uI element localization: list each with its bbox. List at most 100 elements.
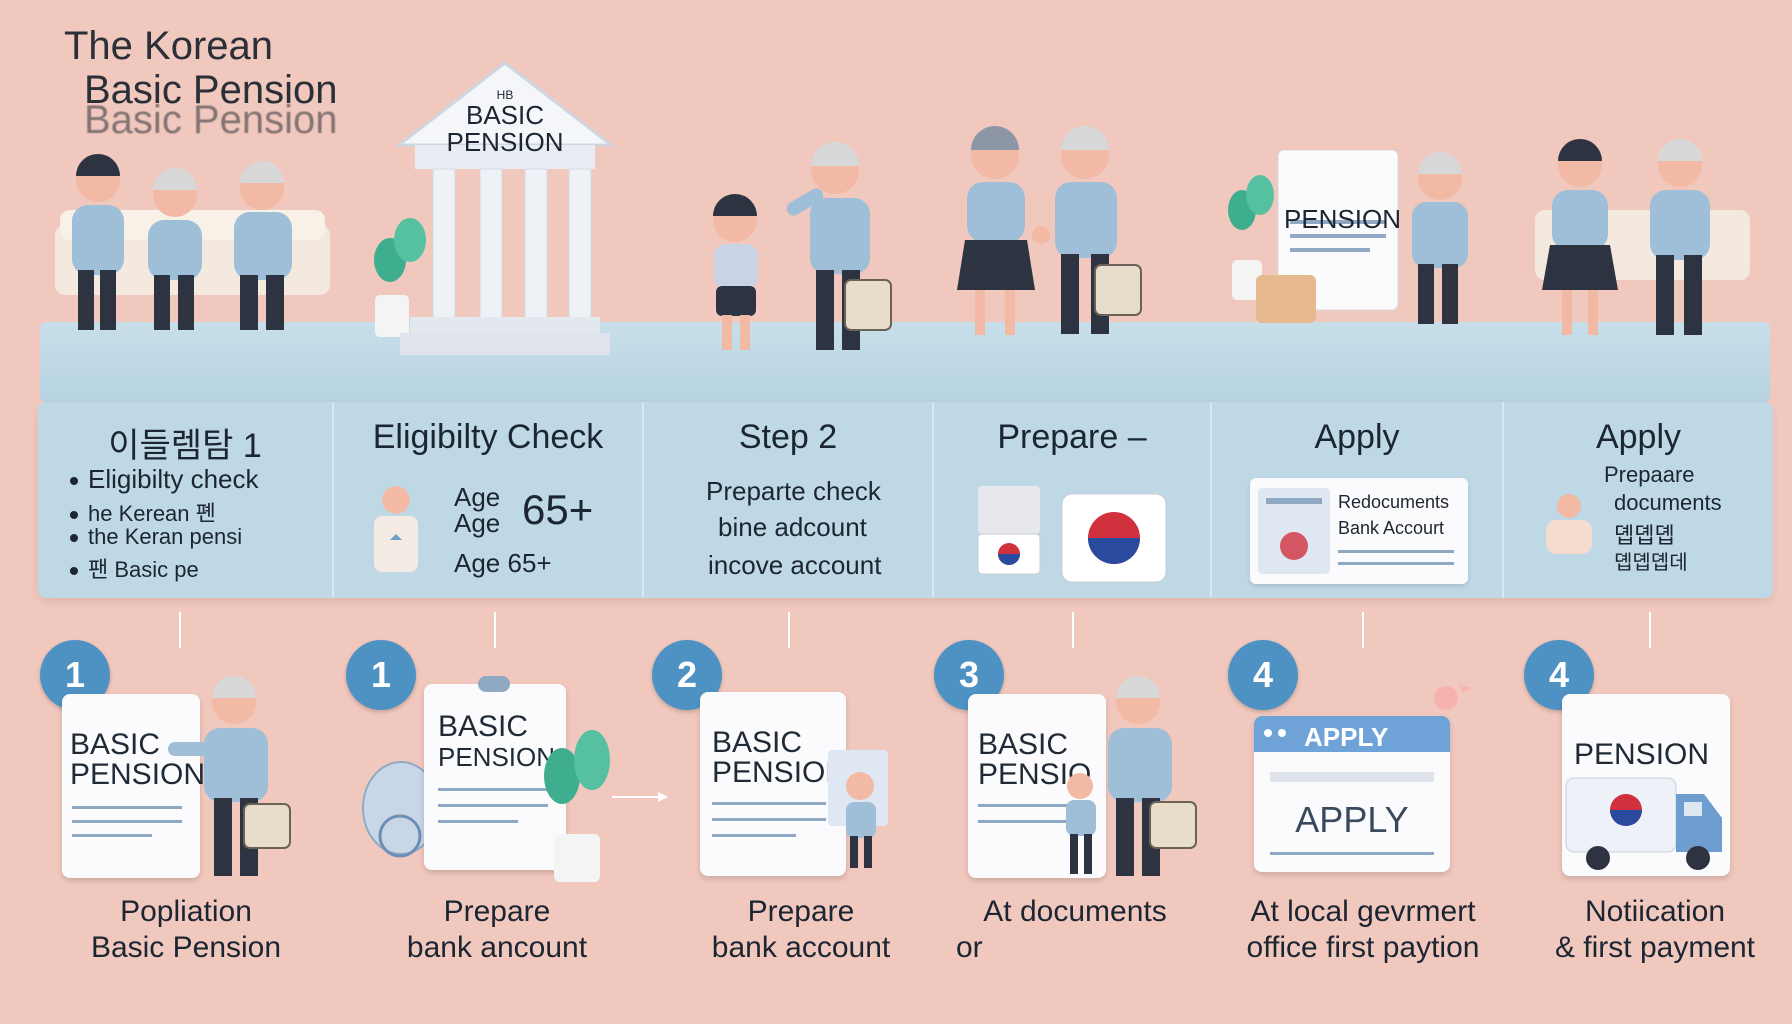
document-title: BASIC: [978, 728, 1069, 761]
connector-arrow-icon: [179, 612, 181, 648]
document-rule: [1338, 550, 1454, 553]
bullet-icon: [70, 534, 78, 543]
document-title: PENSION: [70, 758, 206, 791]
connector-arrow-icon: [494, 612, 496, 648]
person-icon: [1546, 494, 1592, 554]
document-stamp-icon: [1258, 488, 1330, 574]
korean-flag-icon: [977, 486, 1167, 583]
bullet-icon: [70, 477, 78, 486]
building-sign-line-2: PENSION: [446, 127, 564, 157]
info-panel-3: Step 2 Preparte check bine adcount incov…: [644, 402, 934, 598]
connector-arrow-icon: [1362, 612, 1364, 648]
input-field: [1270, 772, 1434, 782]
panel-line-text: 팬 Basic pe: [88, 557, 199, 582]
step-caption-2: Prepare bank ancount: [372, 894, 622, 966]
document-rule: [438, 820, 518, 823]
caption-line: office first paytion: [1246, 931, 1480, 964]
panel-line: bine adcount: [718, 512, 867, 542]
caption-line: or: [956, 931, 983, 964]
grandparent-child-illustration: [713, 142, 892, 350]
child-illustration: [828, 750, 888, 868]
panel-title: Step 2: [738, 418, 838, 456]
document-title: BASIC: [70, 728, 161, 761]
pension-poster-illustration: [1228, 150, 1468, 324]
basic-pension-document: BASIC PENSION: [700, 692, 847, 876]
panel-line: Eligibilty check: [70, 464, 259, 495]
panel-line: documents: [1614, 490, 1722, 515]
step-caption-3: Prepare bank account: [676, 894, 926, 966]
bullet-icon: [70, 567, 78, 576]
step-caption-1: Popliation Basic Pension: [66, 894, 306, 966]
document-rule: [978, 820, 1088, 823]
panel-line: 팬 Basic pe: [70, 552, 199, 584]
document-line: Redocuments: [1338, 492, 1450, 512]
seniors-on-bench-illustration: [55, 154, 330, 330]
document-rule: [978, 804, 1088, 807]
delivery-truck-icon: [1565, 777, 1722, 870]
step-badge-2: 1: [346, 640, 416, 710]
couple-handshake-illustration: [957, 126, 1142, 335]
info-panel-5: Apply Redocuments Bank Accourt: [1212, 402, 1504, 598]
step-caption-5: At local gevrmert office first paytion: [1218, 894, 1508, 966]
age-label: Age: [454, 482, 501, 512]
potted-plant-icon: [544, 730, 610, 882]
clip-icon: [478, 676, 510, 692]
panel-line: Preparte check: [706, 476, 881, 506]
step-caption-6: Notiication & first payment: [1524, 894, 1786, 966]
info-panel-1: 이들렘탐 1 Eligibilty check he Kerean 폔 the …: [38, 402, 334, 598]
person-icon: [374, 486, 418, 572]
basic-pension-document: BASIC PENSION: [424, 676, 566, 870]
connector-arrow-icon: [1072, 612, 1074, 648]
info-panels-band: [38, 402, 1773, 598]
building-sign: HB BASIC PENSION: [420, 88, 590, 156]
panel-title: Apply: [1314, 418, 1400, 456]
info-panel-2: Eligibilty Check Age Age 65+ Age 65+: [334, 402, 644, 598]
panel-line: 뎹뎹뎹데: [1614, 552, 1688, 574]
document-title: PENSION: [1574, 738, 1710, 771]
panel-title: Apply: [1595, 418, 1682, 456]
connector-arrow-icon: [1649, 612, 1651, 648]
poster-label: PENSION: [1284, 204, 1402, 234]
document-title: BASIC: [438, 710, 529, 743]
apply-button[interactable]: APPLY: [1295, 799, 1409, 840]
panel-line: Prepaare: [1604, 462, 1695, 487]
document-rule: [72, 806, 182, 809]
age-value: 65+: [522, 486, 594, 533]
panel-line-text: the Keran pensi: [88, 524, 243, 549]
building-sign-tag: HB: [496, 88, 514, 102]
document-rule: [438, 788, 548, 791]
arrow-right-icon: [612, 792, 668, 802]
step-caption-4: At documents or: [950, 894, 1200, 966]
panel-title: 이들렘탐 1: [108, 427, 262, 465]
document-rule: [712, 818, 826, 821]
couple-bench-illustration: [1535, 139, 1750, 335]
apply-window: APPLY APPLY: [1254, 716, 1450, 872]
document-rule: [712, 802, 826, 805]
document-title: PENSION: [438, 742, 556, 772]
panel-line-text: Eligibilty check: [88, 464, 259, 494]
window-dot-icon: [1264, 729, 1272, 737]
caption-line: Popliation: [120, 895, 252, 928]
bank-document-card: Redocuments Bank Accourt: [1250, 478, 1468, 584]
caption-line: Prepare: [747, 895, 855, 928]
panel-title: Prepare –: [997, 418, 1147, 456]
pension-building-illustration: [374, 61, 616, 355]
building-sign-line-1: BASIC: [465, 100, 545, 130]
document-line: Bank Accourt: [1338, 518, 1445, 538]
caption-line: bank account: [711, 931, 891, 964]
panel-line: the Keran pensi: [70, 524, 242, 550]
caption-line: Notiication: [1584, 895, 1726, 928]
panel-title: Eligibilty Check: [372, 418, 604, 456]
panel-line: 뎹뎹뎹: [1614, 523, 1675, 548]
caption-line: Basic Pension: [90, 931, 282, 964]
apply-window-titlebar: APPLY: [1254, 716, 1450, 752]
connector-arrow-icon: [788, 612, 790, 648]
document-rule: [72, 834, 152, 837]
senior-with-document-illustration: [168, 676, 291, 876]
document-rule: [712, 834, 796, 837]
document-rule: [438, 804, 548, 807]
caption-line: bank ancount: [406, 931, 588, 964]
age-requirement: Age 65+: [454, 548, 552, 578]
bullet-icon: [70, 511, 78, 520]
panel-line-text: he Kerean 폔: [88, 501, 216, 526]
